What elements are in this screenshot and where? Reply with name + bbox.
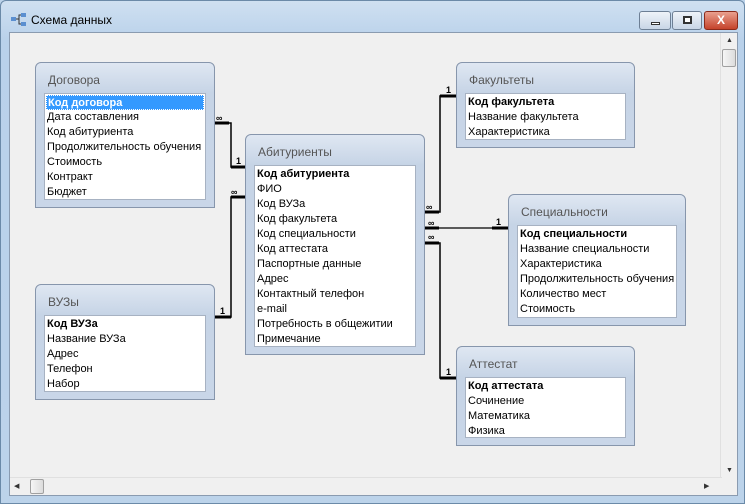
many-label: ∞ (428, 232, 435, 242)
field-item[interactable]: Код абитуриента (47, 126, 134, 138)
field-item[interactable]: Адрес (257, 273, 289, 285)
field-item[interactable]: Код факультета (257, 213, 338, 225)
primary-key-field[interactable]: Код договора (46, 95, 204, 110)
field-item[interactable]: Код ВУЗа (257, 198, 306, 210)
table-title[interactable]: Аттестат (469, 357, 518, 371)
field-item[interactable]: Бюджет (47, 186, 87, 198)
primary-key-field[interactable]: Код факультета (468, 96, 555, 108)
horizontal-scroll-thumb[interactable] (30, 479, 44, 494)
one-label: 1 (446, 367, 451, 377)
field-item[interactable]: Адрес (47, 348, 79, 360)
primary-key-field[interactable]: Код ВУЗа (47, 318, 98, 330)
scroll-right-icon[interactable]: ▶ (704, 483, 710, 490)
scroll-up-icon[interactable]: ▲ (726, 37, 733, 44)
field-item[interactable]: Потребность в общежитии (257, 318, 393, 330)
relation-fakultety-abiturienty[interactable] (425, 95, 456, 213)
field-item[interactable]: Паспортные данные (257, 258, 362, 270)
one-label: 1 (220, 306, 225, 316)
vertical-scroll-thumb[interactable] (722, 49, 736, 67)
field-item[interactable]: Продолжительность обучения (47, 141, 202, 153)
window-title: Схема данных (31, 13, 113, 27)
field-item[interactable]: Дата составления (47, 111, 139, 123)
field-item[interactable]: Телефон (47, 363, 93, 375)
field-item[interactable]: Код аттестата (257, 243, 329, 255)
primary-key-field[interactable]: Код специальности (520, 228, 628, 240)
table-title[interactable]: Абитуриенты (258, 145, 332, 159)
field-item[interactable]: Стоимость (520, 303, 576, 315)
close-button[interactable]: X (704, 11, 738, 30)
field-item[interactable]: ФИО (257, 183, 282, 195)
table-title[interactable]: Факультеты (469, 73, 534, 87)
field-item[interactable]: Продолжительность обучения (520, 273, 675, 285)
many-label: ∞ (216, 113, 223, 123)
field-item[interactable]: Код специальности (257, 228, 356, 240)
relationships-icon (11, 13, 26, 26)
primary-key-field[interactable]: Код абитуриента (257, 168, 350, 180)
table-title[interactable]: Договора (48, 73, 100, 87)
field-item[interactable]: Контракт (47, 171, 93, 183)
many-label: ∞ (231, 187, 238, 197)
many-label: ∞ (426, 202, 433, 212)
maximize-button[interactable] (672, 11, 702, 30)
field-item[interactable]: Стоимость (47, 156, 103, 168)
one-label: 1 (236, 156, 241, 166)
field-item[interactable]: Характеристика (468, 126, 550, 138)
horizontal-scrollbar[interactable]: ◀ ▶ (10, 477, 722, 495)
table-title[interactable]: Специальности (521, 205, 608, 219)
field-item[interactable]: Количество мест (520, 288, 607, 300)
field-item[interactable]: Набор (47, 378, 80, 390)
primary-key-field[interactable]: Код аттестата (468, 380, 544, 392)
field-item[interactable]: Примечание (257, 333, 321, 345)
minimize-icon (651, 22, 660, 25)
scroll-down-icon[interactable]: ▼ (726, 467, 733, 474)
field-item[interactable]: Контактный телефон (257, 288, 365, 300)
field-item[interactable]: Физика (468, 425, 505, 437)
maximize-icon (683, 16, 692, 24)
scroll-left-icon[interactable]: ◀ (14, 483, 20, 490)
field-item[interactable]: Название ВУЗа (47, 333, 126, 345)
relation-attestat-abiturienty[interactable] (425, 242, 456, 379)
field-item[interactable]: Название факультета (468, 111, 579, 123)
field-item[interactable]: Математика (468, 410, 530, 422)
many-label: ∞ (428, 218, 435, 228)
relation-vuzy-abiturienty[interactable] (215, 196, 245, 318)
vertical-scrollbar[interactable]: ▲ ▼ (720, 33, 737, 478)
one-label: 1 (496, 217, 501, 227)
field-item[interactable]: Название специальности (520, 243, 650, 255)
table-title[interactable]: ВУЗы (48, 295, 79, 309)
minimize-button[interactable] (639, 11, 671, 30)
field-item[interactable]: Сочинение (468, 395, 525, 407)
field-item[interactable]: Характеристика (520, 258, 602, 270)
field-item[interactable]: e-mail (257, 303, 287, 315)
one-label: 1 (446, 85, 451, 95)
